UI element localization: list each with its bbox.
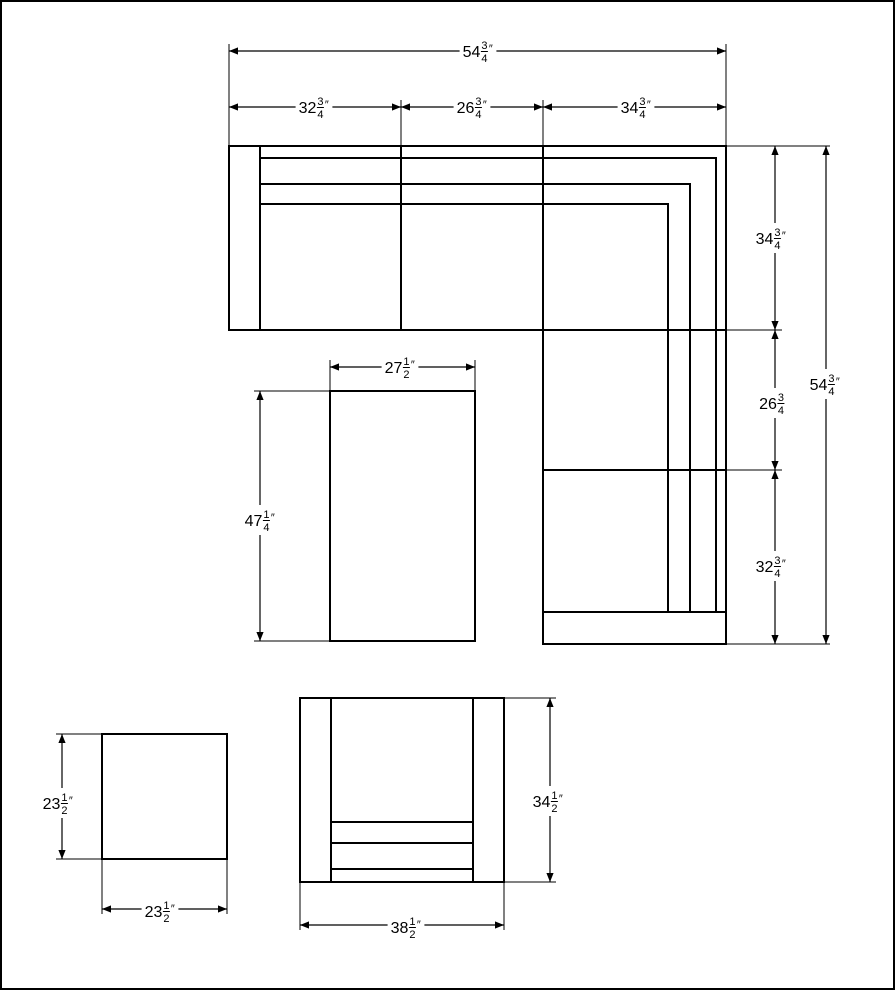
- dimension-denominator: 4: [639, 109, 645, 121]
- dimension-unit: ″: [171, 903, 175, 915]
- dimension-whole: 34: [533, 794, 551, 811]
- dimension-unit: ″: [647, 99, 651, 111]
- label-background: [752, 551, 790, 581]
- dimension-whole: 23: [145, 904, 163, 921]
- label-background: [387, 912, 425, 942]
- dimension-whole: 47: [245, 513, 263, 530]
- dimension-denominator: 4: [774, 568, 780, 580]
- dimension-unit: ″: [559, 793, 563, 805]
- dimension-denominator: 4: [774, 240, 780, 252]
- label-background: [241, 505, 279, 535]
- dimension-whole: 26: [759, 396, 777, 413]
- dimension-numerator: 3: [317, 96, 323, 108]
- dimension-numerator: 1: [403, 356, 409, 368]
- label-background: [453, 92, 491, 122]
- dimension-numerator: 1: [409, 916, 415, 928]
- dimension-whole: 26: [457, 100, 475, 117]
- dimension-unit: ″: [271, 512, 275, 524]
- label-background: [459, 36, 497, 66]
- armchair: [299, 697, 505, 883]
- label-background: [381, 352, 419, 382]
- extension-lines: [56, 44, 830, 930]
- dimension-denominator: 2: [163, 913, 169, 925]
- dimension-numerator: 1: [61, 792, 67, 804]
- dimension-denominator: 4: [475, 109, 481, 121]
- label-background: [295, 92, 333, 122]
- dimension-denominator: 4: [778, 405, 784, 417]
- dimension-denominator: 4: [317, 109, 323, 121]
- label-background: [141, 896, 179, 926]
- dimension-unit: ″: [782, 558, 786, 570]
- dimension-denominator: 4: [481, 53, 487, 65]
- label-background: [39, 788, 77, 818]
- dimension-whole: 54: [810, 377, 828, 394]
- dimension-numerator: 3: [481, 40, 487, 52]
- dimension-unit: ″: [489, 43, 493, 55]
- dimension-whole: 32: [756, 559, 774, 576]
- dimension-numerator: 1: [551, 790, 557, 802]
- label-background: [752, 223, 790, 253]
- back-cushion-line-3: [260, 203, 669, 612]
- dimension-unit: ″: [411, 359, 415, 371]
- dimension-numerator: 3: [774, 227, 780, 239]
- label-background: [617, 92, 655, 122]
- dimension-numerator: 3: [639, 96, 645, 108]
- dimension-unit: ″: [417, 919, 421, 931]
- dimension-whole: 27: [385, 360, 403, 377]
- dimension-numerator: 3: [475, 96, 481, 108]
- dimension-whole: 23: [43, 796, 61, 813]
- dimension-denominator: 2: [61, 805, 67, 817]
- back-cushion-line-1: [260, 157, 717, 612]
- dimension-unit: ″: [782, 230, 786, 242]
- dimension-denominator: 2: [551, 803, 557, 815]
- dimension-whole: 38: [391, 920, 409, 937]
- dimension-denominator: 2: [409, 929, 415, 941]
- dimension-denominator: 2: [403, 369, 409, 381]
- dimension-whole: 54: [463, 44, 481, 61]
- dimension-numerator: 3: [828, 373, 834, 385]
- dimension-whole: 34: [621, 100, 639, 117]
- coffee-table: [329, 390, 476, 642]
- dimension-numerator: 3: [778, 392, 784, 404]
- dimension-unit: ″: [69, 795, 73, 807]
- dimension-unit: ″: [325, 99, 329, 111]
- sectional-sofa: [228, 145, 727, 645]
- dimension-whole: 32: [299, 100, 317, 117]
- dimension-numerator: 1: [263, 509, 269, 521]
- sectional-outline: [228, 145, 727, 645]
- dimension-denominator: 4: [263, 522, 269, 534]
- dimension-whole: 34: [756, 231, 774, 248]
- ottoman: [101, 733, 228, 860]
- dimension-unit: ″: [483, 99, 487, 111]
- label-background: [529, 786, 567, 816]
- dimension-numerator: 1: [163, 900, 169, 912]
- label-background: [806, 369, 844, 399]
- chair-outline: [299, 697, 505, 883]
- dimension-unit: ″: [836, 376, 840, 388]
- dimension-denominator: 4: [828, 386, 834, 398]
- dimension-numerator: 3: [774, 555, 780, 567]
